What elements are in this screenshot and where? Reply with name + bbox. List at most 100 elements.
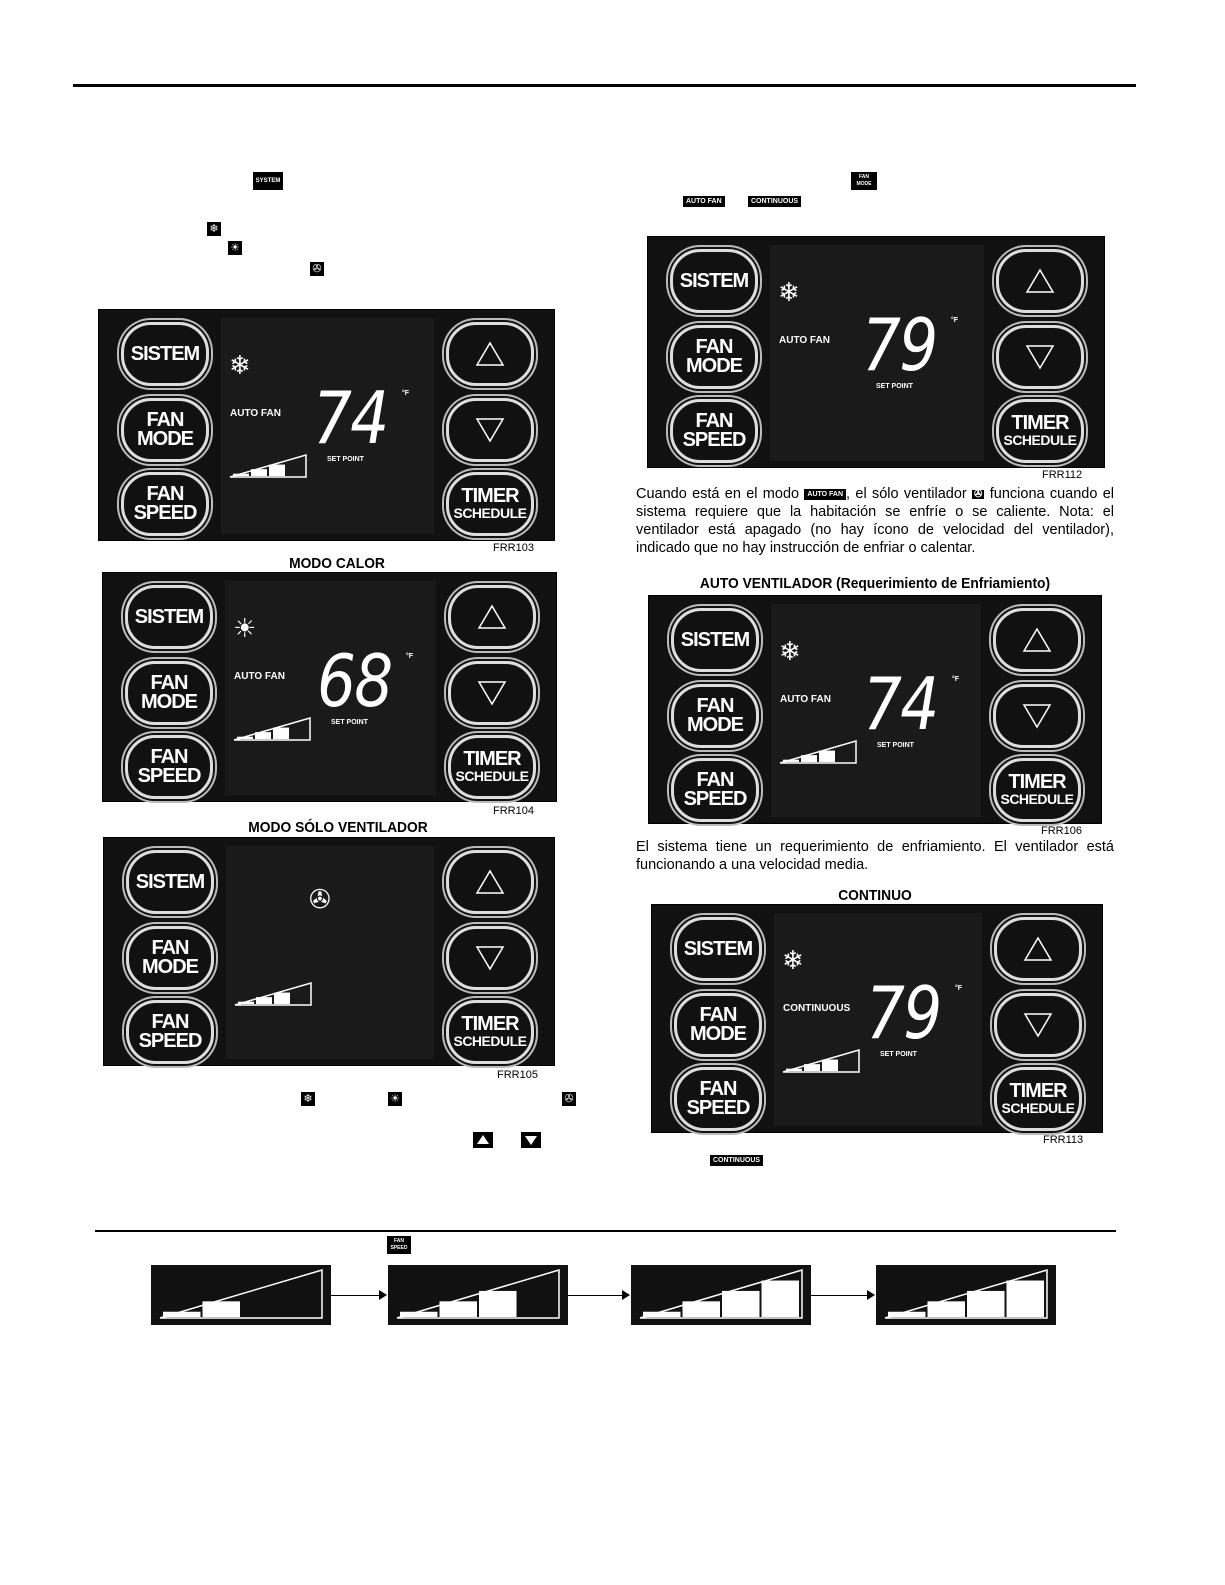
speed-bar [643, 1311, 681, 1317]
auto-fan-badge: AUTO FAN [683, 196, 725, 207]
fan-speed-button-label-1: FAN [699, 1078, 738, 1100]
fan-speed-ramp [229, 454, 307, 483]
down-button[interactable] [996, 325, 1084, 389]
auto-fan-paragraph: Cuando está en el modo AUTO FAN, el sólo… [636, 485, 1114, 557]
sistem-button-label-1: SISTEM [680, 628, 750, 651]
up-button[interactable] [994, 917, 1082, 981]
lcd-screen [770, 245, 984, 461]
progression-arrow [331, 1290, 387, 1300]
sistem-button[interactable]: SISTEM [670, 249, 758, 313]
timer-schedule-button-label-1: TIMER [463, 748, 521, 770]
sistem-button[interactable]: SISTEM [121, 322, 209, 386]
fan-speed-button-label-2: SPEED [137, 765, 202, 787]
timer-schedule-button-label-2: SCHEDULE [453, 505, 527, 521]
speed-bar [237, 736, 253, 739]
caption-frr112: FRR112 [1042, 469, 1083, 481]
timer-schedule-button-label-1: TIMER [461, 1013, 519, 1035]
speed-bar [251, 469, 267, 476]
fan-mode-badge-line1: FAN [859, 174, 869, 180]
speed-bar [238, 1001, 254, 1004]
snowflake-icon: ❄ [229, 350, 251, 380]
title-auto-ventilador: AUTO VENTILADOR (Requerimiento de Enfria… [699, 575, 1051, 592]
fan-speed-level-1 [151, 1265, 331, 1325]
up-triangle-icon [1022, 627, 1052, 652]
down-triangle-icon [1022, 704, 1052, 729]
auto-fan-paragraph-part3: funciona cuando el sistema requiere que … [636, 486, 1115, 556]
fan-speed-button-label-2: SPEED [682, 429, 747, 451]
caption-frr103: FRR103 [493, 542, 534, 554]
speed-bar [722, 1290, 760, 1317]
snowflake-icon-bottom: ❄ [301, 1092, 315, 1106]
progression-arrow [568, 1290, 630, 1300]
sistem-button[interactable]: SISTEM [674, 917, 762, 981]
degree-f-label: °F [955, 985, 963, 992]
caption-frr113: FRR113 [1043, 1134, 1084, 1146]
speed-bar [967, 1290, 1005, 1317]
fan-speed-button-label-1: FAN [151, 1011, 190, 1033]
progression-arrow [811, 1290, 875, 1300]
fan-speed-ramp [234, 982, 312, 1011]
lcd-screen [225, 581, 436, 795]
up-triangle-icon [477, 604, 507, 629]
speed-bar [819, 750, 835, 762]
speed-bar [801, 755, 817, 762]
down-button[interactable] [446, 926, 534, 990]
up-button[interactable] [996, 249, 1084, 313]
degree-f-label: °F [406, 653, 414, 660]
down-triangle-icon [475, 418, 505, 443]
up-button[interactable] [446, 850, 534, 914]
down-button[interactable] [994, 993, 1082, 1057]
timer-schedule-button-label-2: SCHEDULE [1003, 432, 1077, 448]
timer-schedule-button-label-2: SCHEDULE [453, 1033, 527, 1049]
down-button[interactable] [448, 661, 536, 725]
down-button[interactable] [993, 684, 1081, 748]
sistem-button[interactable]: SISTEM [125, 585, 213, 649]
speed-bar [927, 1301, 965, 1317]
fan-speed-button-label-1: FAN [150, 746, 189, 768]
up-triangle-icon [475, 869, 505, 894]
up-button[interactable] [446, 322, 534, 386]
down-triangle-icon [1023, 1013, 1053, 1038]
up-triangle-icon [475, 341, 505, 366]
speed-bar [255, 732, 271, 739]
fan-icon: ✇ [309, 884, 331, 914]
fan-mode-button-label-1: FAN [696, 695, 735, 717]
up-button[interactable] [993, 608, 1081, 672]
fan-mode-indicator: AUTO FAN [779, 335, 830, 346]
sistem-button[interactable]: SISTEM [671, 608, 759, 672]
down-arrow-icon [521, 1132, 541, 1148]
up-button[interactable] [448, 585, 536, 649]
fan-speed-ramp [779, 740, 857, 769]
sistem-button-label-1: SISTEM [679, 269, 749, 292]
speed-bar [256, 997, 272, 1004]
fan-speed-button-label-2: SPEED [133, 502, 198, 524]
down-button[interactable] [446, 398, 534, 462]
snowflake-icon: ❄ [779, 636, 801, 666]
speed-bar [783, 759, 799, 762]
sistem-button[interactable]: SISTEM [126, 850, 214, 914]
auto-fan-inline-badge: AUTO FAN [804, 488, 847, 500]
temperature-readout: 68 [317, 639, 393, 723]
